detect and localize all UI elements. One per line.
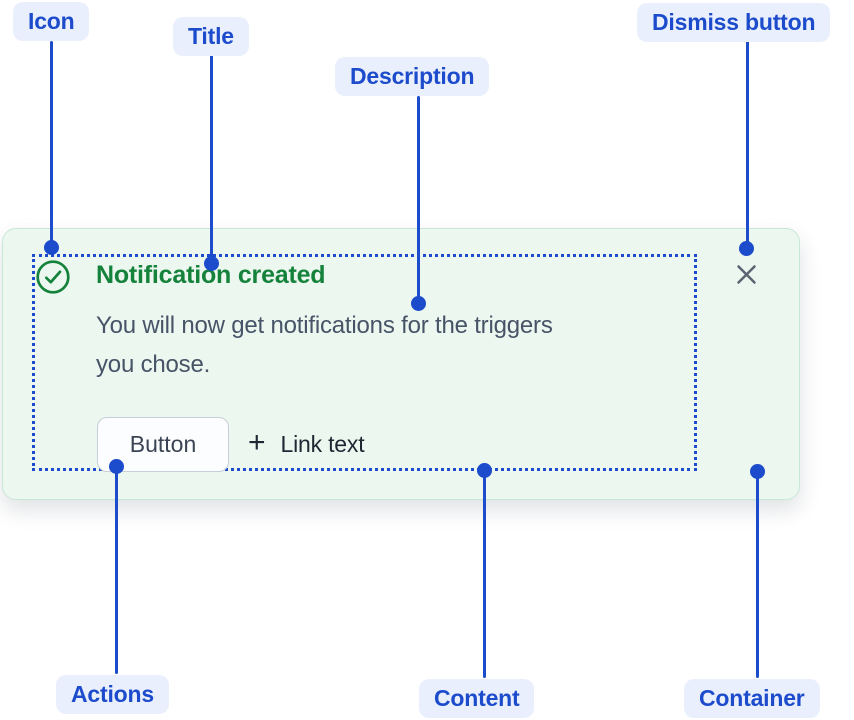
content-connector-dot	[477, 463, 492, 478]
container-connector-dot	[750, 464, 765, 479]
label-icon: Icon	[13, 2, 90, 41]
description-line-2: you chose.	[96, 351, 211, 378]
dismiss-connector-line	[746, 39, 749, 248]
content-connector-line	[483, 470, 486, 678]
label-description: Description	[335, 57, 490, 96]
link-text-action[interactable]: + Link text	[248, 417, 365, 472]
label-content: Content	[419, 679, 535, 718]
close-icon	[736, 264, 756, 284]
actions-connector-dot	[109, 459, 124, 474]
plus-icon: +	[248, 426, 266, 459]
notification-description: You will now get notifications for the t…	[96, 306, 553, 384]
label-actions: Actions	[56, 675, 169, 714]
dismiss-button[interactable]	[731, 259, 761, 289]
content-outline	[32, 254, 697, 471]
label-title: Title	[173, 17, 249, 56]
action-button[interactable]: Button	[97, 417, 229, 472]
title-connector-dot	[204, 256, 219, 271]
link-text-label: Link text	[280, 431, 365, 457]
icon-connector-dot	[44, 240, 59, 255]
container-connector-line	[756, 471, 759, 678]
title-connector-line	[210, 54, 213, 263]
dismiss-connector-dot	[739, 241, 754, 256]
label-dismiss-button: Dismiss button	[637, 3, 831, 42]
description-connector-line	[417, 96, 420, 303]
icon-connector-line	[50, 41, 53, 247]
description-line-1: You will now get notifications for the t…	[96, 312, 553, 339]
check-circle-icon	[36, 260, 70, 294]
label-container: Container	[684, 679, 820, 718]
actions-connector-line	[115, 466, 118, 674]
description-connector-dot	[411, 296, 426, 311]
